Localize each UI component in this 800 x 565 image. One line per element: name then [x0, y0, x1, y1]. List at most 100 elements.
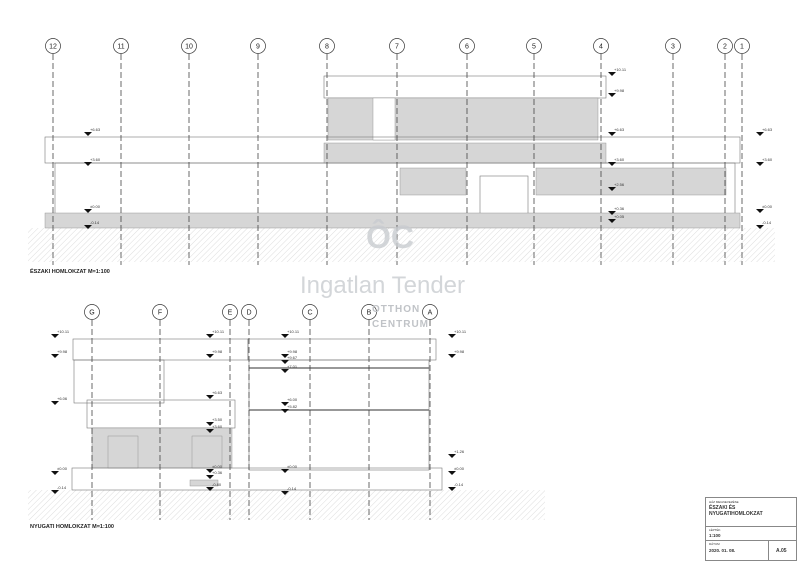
- grid-bubble: [422, 304, 438, 320]
- level-label: +9.98: [614, 88, 625, 93]
- grid-axis-label: 7: [395, 44, 399, 51]
- level-marker-icon: [206, 429, 214, 433]
- level-marker-icon: [448, 471, 456, 475]
- sheet-number: A.05: [776, 548, 787, 554]
- level-label: +0.05: [614, 214, 625, 219]
- level-label: +9.98: [454, 349, 465, 354]
- grid-axis-label: 1: [740, 44, 744, 51]
- level-label: +6.63: [762, 127, 773, 132]
- grid-axis-label: 10: [185, 44, 193, 51]
- grid-axis-label: 8: [325, 44, 329, 51]
- grid-bubble: [84, 304, 100, 320]
- level-label: -0.14: [57, 485, 67, 490]
- level-label: -0.80: [212, 482, 222, 487]
- level-label: +6.00: [287, 397, 298, 402]
- grid-axis-label: C: [307, 310, 312, 317]
- grid-bubble: [181, 38, 197, 54]
- level-marker-icon: [608, 162, 616, 166]
- level-marker-icon: [51, 401, 59, 405]
- level-label: +0.36: [614, 206, 625, 211]
- level-marker-icon: [51, 490, 59, 494]
- level-label: +9.98: [287, 349, 298, 354]
- grid-axis-label: F: [158, 310, 162, 317]
- grid-bubble: [241, 304, 257, 320]
- level-label: +6.63: [212, 390, 223, 395]
- level-label: +3.60: [614, 157, 625, 162]
- grid-bubble: [717, 38, 733, 54]
- level-label: -0.14: [762, 220, 772, 225]
- west-elevation-title: NYUGATI HOMLOKZAT M=1:100: [30, 524, 114, 530]
- grid-bubble: [45, 38, 61, 54]
- grid-bubble: [250, 38, 266, 54]
- level-marker-icon: [281, 360, 289, 364]
- grid-bubble: [113, 38, 129, 54]
- level-marker-icon: [51, 334, 59, 338]
- grid-bubble: [459, 38, 475, 54]
- west-elevation: [28, 338, 545, 520]
- sheet-title-2: NYUGATIHOMLOKZAT: [709, 511, 763, 517]
- grid-axis-label: G: [89, 310, 94, 317]
- level-label: +3.60: [762, 157, 773, 162]
- level-marker-icon: [608, 219, 616, 223]
- level-marker-icon: [206, 422, 214, 426]
- level-marker-icon: [281, 354, 289, 358]
- grid-axis-label: 11: [117, 44, 124, 51]
- level-marker-icon: [281, 469, 289, 473]
- level-label: +10.11: [57, 329, 70, 334]
- sheet-title-1: ÉSZAKI ÉS: [709, 505, 736, 511]
- grid-axis-label: 5: [532, 44, 536, 51]
- level-marker-icon: [281, 369, 289, 373]
- level-label: ±0.00: [212, 464, 223, 469]
- level-label: +10.11: [454, 329, 467, 334]
- level-label: +9.98: [57, 349, 68, 354]
- grid-bubble: [389, 38, 405, 54]
- level-marker-icon: [448, 454, 456, 458]
- level-label: -0.14: [454, 482, 464, 487]
- level-marker-icon: [206, 469, 214, 473]
- level-marker-icon: [608, 211, 616, 215]
- level-marker-icon: [84, 209, 92, 213]
- scale-value: 1:100: [709, 533, 721, 538]
- level-marker-icon: [448, 487, 456, 491]
- level-label: +6.63: [614, 127, 625, 132]
- level-label: +10.11: [212, 329, 225, 334]
- level-marker-icon: [84, 225, 92, 229]
- level-marker-icon: [608, 132, 616, 136]
- grid-axis-label: D: [246, 310, 251, 317]
- level-marker-icon: [281, 409, 289, 413]
- date-label: DÁTUM: [709, 542, 720, 546]
- grid-axis-label: 4: [599, 44, 603, 51]
- project-name: HÁZ MEGNEVEZÉSE: [709, 500, 739, 504]
- level-marker-icon: [206, 487, 214, 491]
- level-label: -0.14: [287, 486, 297, 491]
- watermark-logo-line1: OTTHON: [372, 304, 420, 315]
- upper-glazing: [327, 97, 599, 141]
- level-label: +3.60: [90, 157, 101, 162]
- level-marker-icon: [206, 395, 214, 399]
- level-label: +1.26: [454, 449, 465, 454]
- watermark: ÔC Ingatlan Tender OTTHON CENTRUM: [300, 219, 465, 330]
- level-label: +0.36: [212, 470, 223, 475]
- grid-axis-label: 12: [49, 44, 57, 51]
- north-elevation: [28, 75, 775, 262]
- level-label: +10.11: [614, 67, 627, 72]
- level-marker-icon: [608, 93, 616, 97]
- grid-bubble: [152, 304, 168, 320]
- level-label: +2.56: [614, 182, 625, 187]
- level-marker-icon: [206, 354, 214, 358]
- title-block: HÁZ MEGNEVEZÉSE ÉSZAKI ÉS NYUGATIHOMLOKZ…: [705, 497, 797, 561]
- level-label: ±0.00: [90, 204, 101, 209]
- level-label: +3.50: [212, 417, 223, 422]
- level-label: +7.01: [287, 364, 298, 369]
- grid-bubble: [665, 38, 681, 54]
- ground-hatch: [28, 228, 775, 262]
- level-label: ±0.00: [762, 204, 773, 209]
- grid-axis-label: 3: [671, 44, 675, 51]
- level-marker-icon: [281, 402, 289, 406]
- level-label: +3.60: [212, 424, 223, 429]
- level-marker-icon: [206, 334, 214, 338]
- north-elevation-title: ÉSZAKI HOMLOKZAT M=1:100: [30, 267, 110, 275]
- grid-axis-label: B: [367, 310, 372, 317]
- level-marker-icon: [608, 72, 616, 76]
